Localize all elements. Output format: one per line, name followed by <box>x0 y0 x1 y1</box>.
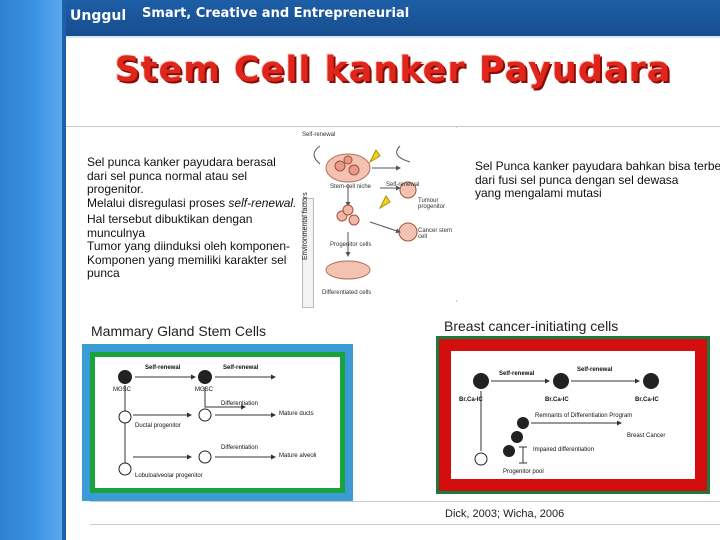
environmental-factors-label: Environmental factors <box>302 192 309 260</box>
fig-label: Self-renewal <box>223 365 259 371</box>
header-tagline: Smart, Creative and Entrepreneurial <box>142 6 410 21</box>
diagram-label: Progenitor cells <box>330 242 372 248</box>
text-line: dari fusi sel punca dengan sel dewasa <box>475 172 679 187</box>
fig-label: Mature ducts <box>279 411 314 417</box>
text-line: Sel Punca kanker payudara bahkan bisa te… <box>475 160 720 173</box>
fig-label: Lobuloalveolar progenitor <box>135 473 203 479</box>
caption-mammary: Mammary Gland Stem Cells <box>91 323 267 339</box>
text-line: dari sel punca normal atau sel progenito… <box>87 168 248 196</box>
fig-label: Br.Ca-IC <box>459 397 483 403</box>
sidebar-edge <box>62 0 66 540</box>
text-line: punca <box>87 266 120 280</box>
footer-divider <box>90 501 720 525</box>
fig-label: Breast Cancer <box>627 433 666 439</box>
text-line: Komponen yang memiliki karakter sel <box>87 252 287 267</box>
diagram-label: Differentiated cells <box>322 290 372 296</box>
fig-label: Mature alveoli <box>279 453 317 459</box>
text-line: Hal tersebut dibuktikan dengan munculnya <box>87 212 253 240</box>
fig-label: Impaired differentiation <box>533 447 594 453</box>
text-line: yang mengalami mutasi <box>475 186 602 200</box>
header-banner: Unggul Smart, Creative and Entrepreneuri… <box>66 0 720 38</box>
diagram-label: Stem-cell niche <box>330 184 372 190</box>
diagram-label: Tumour progenitor <box>418 198 446 210</box>
fig-label: Self-renewal <box>577 367 613 373</box>
citation: Dick, 2003; Wicha, 2006 <box>445 508 565 520</box>
divider-horizontal <box>66 126 720 127</box>
text-span: Melalui disregulasi proses <box>87 195 229 210</box>
diagram-label: Cancer stem cell <box>418 228 453 240</box>
breast-cancer-figure-frame: Self-renewal Self-renewal Br.Ca-IC Br.Ca… <box>436 336 710 494</box>
text-line: Tumor yang diinduksi oleh komponen- <box>87 239 290 253</box>
text-line: Sel punca kanker payudara berasal <box>87 155 276 169</box>
diagram-label: Self-renewal <box>386 182 420 188</box>
breast-cancer-graphic <box>473 373 659 466</box>
frame-inner-red: Self-renewal Self-renewal Br.Ca-IC Br.Ca… <box>439 339 707 491</box>
frame-inner-green: Self-renewal Self-renewal MGSC MGSC Diff… <box>90 352 345 493</box>
left-paragraph-1: Sel punca kanker payudara berasal dari s… <box>87 155 302 211</box>
mammary-figure-frame: Self-renewal Self-renewal MGSC MGSC Diff… <box>82 344 353 501</box>
fig-label: Ductal progenitor <box>135 423 181 429</box>
fig-label: Progenitor pool <box>503 469 544 475</box>
fig-label: Remnants of Differentiation Program <box>535 413 633 419</box>
diagram-label: Self-renewal <box>302 132 336 138</box>
caption-breast-cancer: Breast cancer-initiating cells <box>444 318 619 334</box>
fig-label: Br.Ca-IC <box>545 397 569 403</box>
fig-label: Br.Ca-IC <box>635 397 659 403</box>
diagram-graphic <box>313 145 418 280</box>
fig-label: MGSC <box>113 387 131 393</box>
fig-label: Self-renewal <box>499 371 535 377</box>
fig-label: Self-renewal <box>145 365 181 371</box>
slide-title: Stem Cell kanker Payudara <box>114 50 672 90</box>
mammary-figure-panel: Self-renewal Self-renewal MGSC MGSC Diff… <box>95 357 340 488</box>
text-line: Melalui disregulasi proses self-renewal. <box>87 195 302 211</box>
fig-label: Differentiation <box>221 401 258 407</box>
fig-label: MGSC <box>195 387 213 393</box>
logo: Unggul <box>70 8 127 24</box>
breast-cancer-figure-panel: Self-renewal Self-renewal Br.Ca-IC Br.Ca… <box>451 351 695 479</box>
mammary-graphic <box>118 370 276 476</box>
stem-cell-diagram: Environmental factors Self-renewal Stem-… <box>300 128 458 308</box>
environment-bar <box>302 198 314 308</box>
left-sidebar-bar <box>0 0 62 540</box>
italic-term: self-renewal. <box>228 195 297 210</box>
fig-label: Differentiation <box>221 445 258 451</box>
right-paragraph: Sel Punca kanker payudara bahkan bisa te… <box>475 160 720 201</box>
left-paragraph-2: Hal tersebut dibuktikan dengan munculnya… <box>87 212 307 281</box>
